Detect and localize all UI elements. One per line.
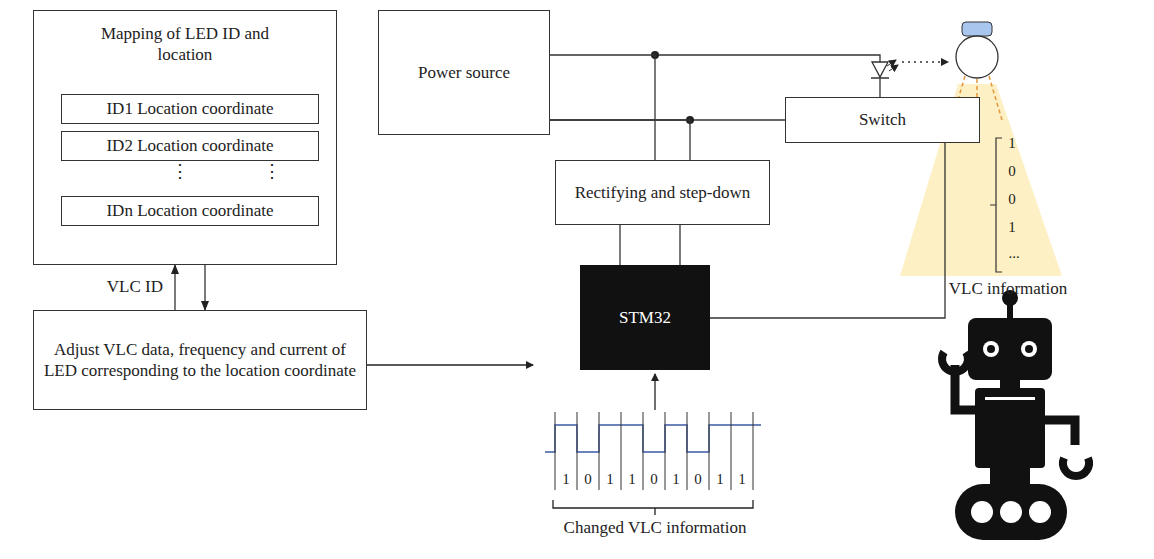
ellipsis-mark: ⋮ [171,160,189,182]
bit-value: 1 [716,470,724,488]
box-text: Switch [851,109,914,130]
bit-value: 1 [628,470,636,488]
edge-label: VLC ID [105,277,165,297]
caption-label: VLC information [949,279,1068,299]
caption-label: Changed VLC information [564,518,747,538]
box-text: Mapping of LED ID and location [72,23,298,66]
bit-value: 1 [562,470,570,488]
bit-value: 0 [1008,190,1016,208]
box-text: STM32 [611,307,679,328]
bit-value: 1 [1008,218,1016,236]
rectifier-box: Rectifying and step-down [555,160,770,225]
wire [619,225,620,265]
box-text: Power source [410,62,518,83]
id-entry-box: IDn Location coordinate [61,196,319,226]
switch-box: Switch [785,97,980,143]
waveform [545,412,761,490]
ellipsis-mark: ⋮ [263,160,281,182]
power-source-box: Power source [378,10,550,135]
bit-value: 1 [606,470,614,488]
robot [942,290,1089,540]
arrow-connector [204,265,205,310]
bit-value: 1 [738,470,746,488]
wire [550,55,655,160]
box-text: IDn Location coordinate [98,200,281,221]
box-text: ID2 Location coordinate [98,135,281,156]
arrow-connector [174,265,175,310]
wire [679,225,680,265]
bit-bracket [990,138,1002,272]
bit-value: 0 [584,470,592,488]
box-text: Rectifying and step-down [567,182,759,203]
bit-value: 1 [672,470,680,488]
mapping-box: Mapping of LED ID and locationID1 Locati… [33,10,337,265]
led-symbol [871,60,948,78]
box-text: Adjust VLC data, frequency and current o… [34,339,366,382]
box-text: ID1 Location coordinate [98,98,281,119]
bit-value: 0 [650,470,658,488]
mcu-box: STM32 [580,265,710,370]
bit-value: 0 [1008,162,1016,180]
wire [550,120,690,160]
led-wiring [655,55,880,97]
bit-value: 1 [1008,134,1016,152]
process-box: Adjust VLC data, frequency and current o… [33,310,367,410]
bit-value: 0 [694,470,702,488]
id-entry-box: ID2 Location coordinate [61,131,319,161]
id-entry-box: ID1 Location coordinate [61,94,319,124]
bottom-arrows [357,365,753,515]
bit-value: ... [1008,244,1019,262]
light-fixture [956,22,998,78]
